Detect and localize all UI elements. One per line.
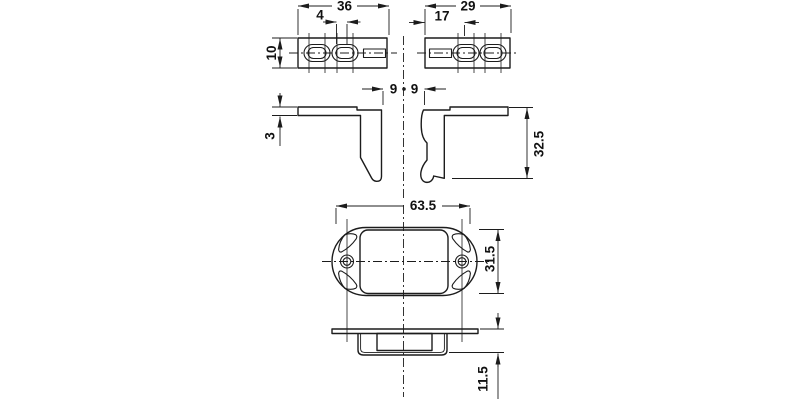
dim-label-plate-thickness: 3 bbox=[263, 132, 278, 140]
right-plate-slot-1-outer bbox=[452, 43, 480, 63]
dimension-11-5: 11.5 bbox=[449, 313, 504, 399]
dim-label-housing-depth: 11.5 bbox=[476, 366, 491, 392]
wing-cutout-upper-right bbox=[451, 233, 471, 253]
right-bracket-profile bbox=[420, 106, 509, 184]
dim-label-right-plate-hole-offset: 17 bbox=[434, 9, 449, 24]
dimension-31-5: 31.5 bbox=[479, 229, 504, 294]
center-dot bbox=[402, 87, 406, 91]
left-plate-notch bbox=[362, 48, 387, 59]
dim-label-center-gap-left: 9 bbox=[390, 82, 398, 97]
wing-cutout-upper-left bbox=[338, 233, 358, 253]
wing-cutout-lower-right bbox=[451, 270, 471, 290]
dimension-4: 4 bbox=[316, 8, 361, 44]
left-plate-slot-ticks bbox=[308, 33, 354, 73]
left-plate-slot-1-inner bbox=[307, 46, 327, 60]
right-plate-slot-2-outer bbox=[479, 43, 507, 63]
left-mounting-plate-plan bbox=[289, 33, 397, 73]
dimension-36: 36 bbox=[297, 0, 390, 35]
left-plate-slot-2-inner bbox=[335, 46, 355, 60]
dim-label-right-plate-length: 29 bbox=[460, 0, 475, 14]
dimension-3: 3 bbox=[263, 93, 297, 146]
housing-plan-view bbox=[322, 205, 489, 397]
left-bracket-profile bbox=[297, 106, 383, 183]
bracket-side-view bbox=[297, 36, 509, 198]
right-plate-slot-2-inner bbox=[483, 46, 503, 60]
dim-label-bracket-height: 32.5 bbox=[532, 130, 547, 157]
tray-inner-wall bbox=[360, 333, 445, 353]
dimension-9-9: 9 9 bbox=[362, 82, 446, 105]
dimension-10: 10 bbox=[264, 37, 297, 69]
dimension-32-5: 32.5 bbox=[452, 107, 547, 179]
left-plate-slot-2-outer bbox=[331, 43, 359, 63]
dim-label-left-plate-length: 36 bbox=[337, 0, 353, 14]
magnet-block bbox=[376, 332, 433, 352]
housing-side-view bbox=[331, 328, 479, 356]
right-mounting-plate-plan bbox=[417, 33, 518, 73]
dimension-63-5: 63.5 bbox=[335, 198, 471, 224]
dim-label-center-gap-right: 9 bbox=[411, 82, 419, 97]
right-plate-slot-1-inner bbox=[456, 46, 476, 60]
dim-label-left-plate-slot-gap: 4 bbox=[316, 8, 324, 23]
dim-label-housing-width: 31.5 bbox=[483, 245, 498, 272]
dim-label-housing-length: 63.5 bbox=[410, 198, 437, 213]
right-plate-slot-ticks bbox=[457, 33, 502, 73]
dim-label-plate-width: 10 bbox=[264, 45, 279, 60]
dimension-29: 29 bbox=[424, 0, 512, 35]
wing-cutout-lower-left bbox=[338, 270, 358, 290]
right-plate-notch bbox=[428, 48, 453, 59]
left-plate-slot-1-outer bbox=[303, 43, 331, 63]
tray-outer-wall bbox=[357, 333, 448, 356]
dimension-17: 17 bbox=[409, 9, 479, 36]
